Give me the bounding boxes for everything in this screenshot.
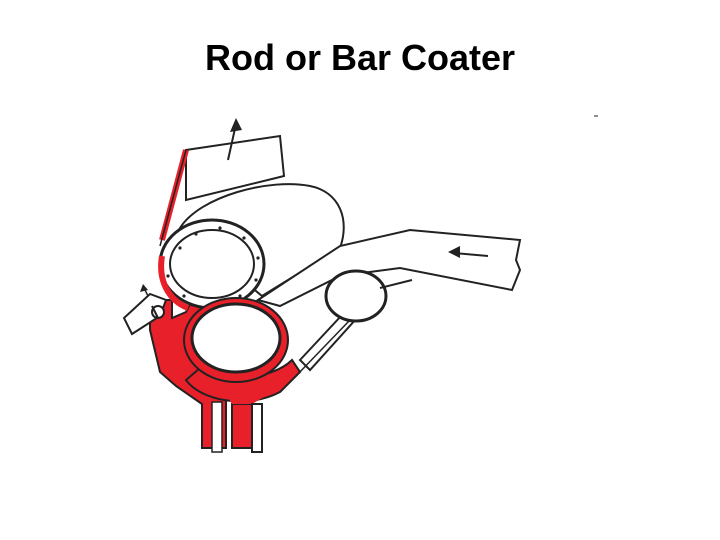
arrow-left-icon bbox=[448, 246, 489, 258]
web-exit bbox=[159, 134, 286, 247]
backing-roll bbox=[158, 183, 345, 311]
metering-rod bbox=[122, 292, 168, 336]
rotation-arrow-icon bbox=[140, 284, 149, 297]
slide-title: Rod or Bar Coater bbox=[204, 37, 516, 78]
applicator-roll bbox=[183, 297, 289, 383]
arrow-up-icon bbox=[227, 118, 242, 161]
guide-roll bbox=[324, 269, 413, 323]
